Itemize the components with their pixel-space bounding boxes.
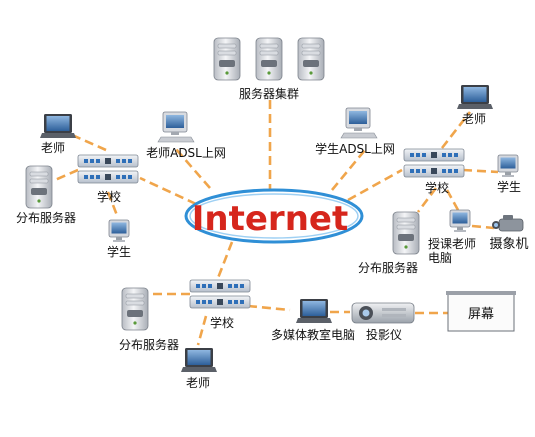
- server-tower-icon: [121, 287, 149, 331]
- monitor-icon: [108, 219, 130, 243]
- teacher-adsl-label: 老师ADSL上网: [146, 146, 226, 160]
- dist-server-left-label: 分布服务器: [16, 210, 76, 225]
- camera-label: 摄象机: [489, 237, 528, 252]
- school-left-label: 学校: [97, 189, 121, 204]
- laptop-icon: [181, 348, 217, 372]
- school-left-group: 学校 老师 老师ADSL上网 分布服务器 学生: [16, 111, 226, 259]
- school-right-label: 学校: [425, 180, 449, 195]
- lecture-pc-label-line2: 电脑: [428, 251, 452, 265]
- student-right-label: 学生: [497, 179, 521, 194]
- server-tower-icon: [213, 37, 241, 81]
- desktop-pc-icon: [340, 107, 378, 139]
- multimedia-pc-label: 多媒体教室电脑: [271, 327, 355, 342]
- laptop-icon: [296, 299, 332, 323]
- internet-cloud: Internet: [184, 188, 364, 244]
- server-cluster: 服务器集群: [213, 37, 325, 101]
- student-adsl-label: 学生ADSL上网: [315, 141, 395, 156]
- server-tower-icon: [392, 211, 420, 255]
- dist-server-bottom-label: 分布服务器: [119, 337, 179, 352]
- laptop-icon: [457, 85, 493, 109]
- teacher-bottom-label: 老师: [186, 376, 210, 390]
- screen-icon: [446, 291, 516, 332]
- teacher-right-label: 老师: [462, 112, 486, 126]
- projector-icon: [351, 302, 415, 324]
- switch-icon: [189, 279, 251, 309]
- school-bottom-group: 学校 分布服务器 老师 多媒体教室电脑 投影仪 屏幕: [119, 279, 516, 390]
- monitor-icon: [497, 154, 519, 178]
- server-tower-icon: [25, 165, 53, 209]
- camera-icon: [492, 215, 524, 232]
- school-bottom-label: 学校: [210, 315, 234, 330]
- dist-server-right-label: 分布服务器: [358, 260, 418, 275]
- lecture-pc-label-line1: 授课老师: [428, 236, 476, 251]
- desktop-pc-icon: [157, 111, 195, 143]
- screen-label: 屏幕: [468, 307, 494, 322]
- connection-links: [54, 100, 499, 346]
- server-tower-icon: [297, 37, 325, 81]
- server-tower-icon: [255, 37, 283, 81]
- student-left-label: 学生: [107, 244, 131, 259]
- projector-label: 投影仪: [366, 327, 402, 342]
- monitor-icon: [449, 209, 471, 233]
- switch-icon: [403, 148, 465, 178]
- laptop-icon: [40, 114, 76, 138]
- teacher-left-label: 老师: [41, 141, 65, 155]
- cloud-ring-icon: [184, 188, 364, 244]
- switch-icon: [77, 154, 139, 184]
- internet-label: Internet: [192, 199, 348, 239]
- server-cluster-label: 服务器集群: [239, 86, 299, 101]
- school-right-group: 学校 老师 学生ADSL上网 学生 分布服务器 授课老师 电脑 摄象机: [315, 85, 529, 275]
